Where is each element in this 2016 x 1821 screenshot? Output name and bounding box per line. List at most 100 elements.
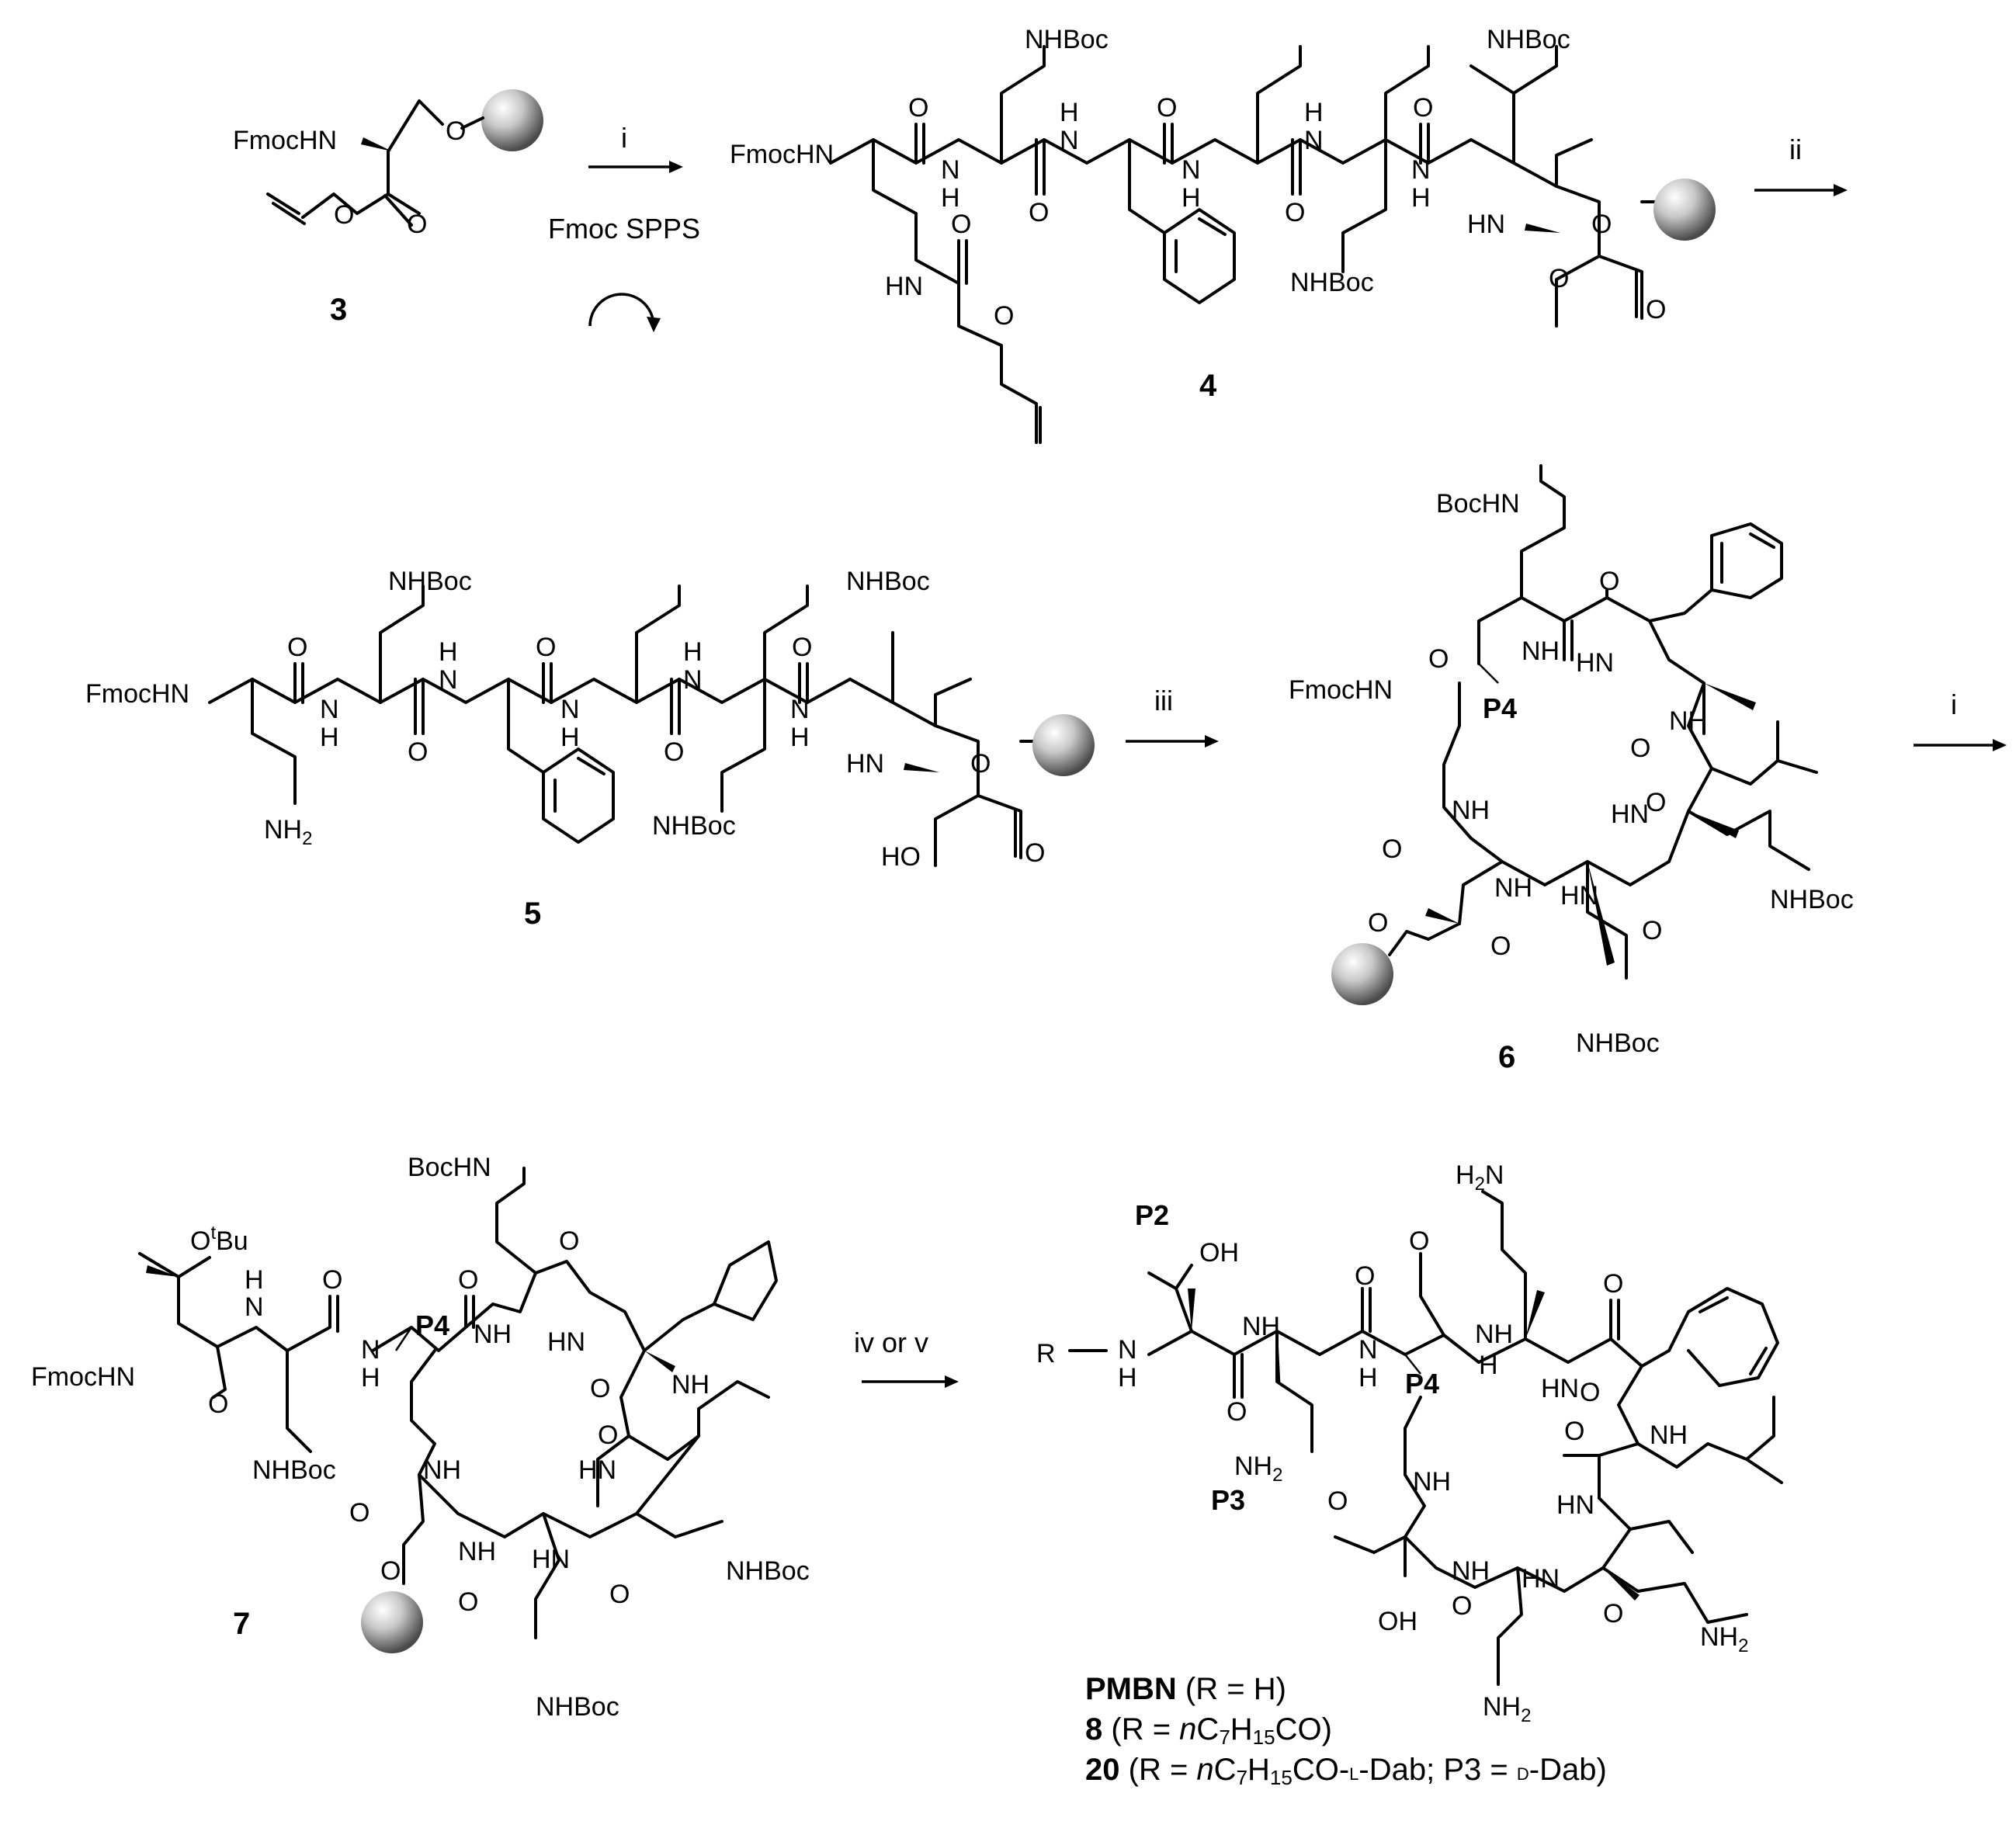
oxygen-label: O <box>970 749 991 779</box>
nh-label: N <box>560 695 580 724</box>
oxygen-label: O <box>1452 1591 1472 1621</box>
hn-label: HN <box>532 1545 570 1574</box>
nh-label: NH <box>1452 796 1490 825</box>
oxygen-label: O <box>792 633 812 662</box>
oxygen-label: O <box>458 1587 478 1617</box>
residue-label-p3: P3 <box>1211 1484 1245 1516</box>
nhboc-label: NHBoc <box>252 1455 336 1485</box>
nh-label: N <box>245 1292 264 1322</box>
nhboc-label: NHBoc <box>652 811 736 841</box>
nh2-label: NH2 <box>264 815 312 849</box>
nh-label: NH <box>671 1370 710 1400</box>
residue-label-p4: P4 <box>1483 692 1517 724</box>
step-label: iii <box>1154 685 1173 716</box>
compound-definition: (R = nC7H15CO-l-Dab; P3 = d-Dab) <box>1128 1753 1607 1789</box>
nh-label: H <box>320 723 339 752</box>
resin-bead <box>361 1591 423 1653</box>
oxygen-label: O <box>458 1265 478 1295</box>
nhboc-label: NHBoc <box>726 1556 810 1586</box>
compound-number: 7 <box>233 1607 250 1641</box>
nh-label: N <box>320 695 339 724</box>
oxygen-label: O <box>598 1420 618 1450</box>
oxygen-label: O <box>1227 1397 1247 1427</box>
compound-name-20: 20 <box>1085 1753 1120 1787</box>
oxygen-label: O <box>951 210 971 239</box>
oxygen-label: O <box>446 116 466 146</box>
compound-5-structure: FmocHN NHBoc NHBoc NHBoc NH2 N H N H N H… <box>85 567 1095 931</box>
oxygen-label: O <box>1025 838 1045 868</box>
r-label: R <box>1036 1339 1056 1368</box>
hn-label: HN <box>1611 800 1649 829</box>
nh-label: H <box>1181 183 1201 213</box>
oxygen-label: O <box>322 1265 342 1295</box>
compound-number: 6 <box>1498 1040 1515 1074</box>
oxygen-label: O <box>590 1374 610 1403</box>
nh-label: H <box>439 637 458 667</box>
compound-4-structure: FmocHN NHBoc NHBoc NHBoc N H N H N H N H… <box>730 25 1716 444</box>
oxygen-label: O <box>1355 1261 1375 1291</box>
nh-label: NH <box>1413 1467 1451 1497</box>
nh-label: H <box>1060 98 1079 127</box>
nh-label: NH <box>1650 1420 1688 1450</box>
compound-number: 3 <box>330 293 347 327</box>
oxygen-label: O <box>287 633 307 662</box>
nh-label: N <box>361 1335 380 1365</box>
resin-bead <box>481 89 543 151</box>
nh2-label: NH2 <box>1700 1622 1748 1656</box>
oxygen-label: O <box>1157 93 1177 123</box>
oxygen-label: O <box>1428 644 1449 674</box>
oxygen-label: O <box>908 93 928 123</box>
spps-label: Fmoc SPPS <box>548 213 700 245</box>
nh-label: H <box>683 637 703 667</box>
oxygen-label: O <box>559 1226 579 1256</box>
nh-label: H <box>1411 183 1431 213</box>
fmochn-label: FmocHN <box>1289 675 1393 705</box>
nh-label: NH <box>1669 706 1707 736</box>
oxygen-label: O <box>1599 567 1619 596</box>
residue-label-p4: P4 <box>1405 1368 1439 1400</box>
nhboc-label: NHBoc <box>1770 885 1854 914</box>
nhboc-label: NHBoc <box>536 1692 619 1722</box>
bochn-label: BocHN <box>408 1153 491 1182</box>
ho-label: HO <box>881 842 921 872</box>
nh-label: NH <box>1475 1320 1513 1349</box>
nh-label: N <box>683 665 703 695</box>
nh-label: N <box>790 695 810 724</box>
nh-label: NH <box>1452 1556 1490 1586</box>
legend-line-pmbn: PMBN (R = H) <box>1085 1669 1607 1709</box>
residue-label-p2: P2 <box>1135 1199 1169 1231</box>
fmochn-label: FmocHN <box>233 126 337 155</box>
hn-label: HN <box>1467 210 1505 239</box>
reaction-arrow-step-i: i Fmoc SPPS <box>548 122 700 332</box>
nh-label: N <box>941 155 960 185</box>
hn-label: HN <box>1576 648 1614 678</box>
oxygen-label: O <box>1549 264 1569 293</box>
step-label: iv or v <box>854 1327 928 1358</box>
nh-label: H <box>361 1363 380 1393</box>
oxygen-label: O <box>1642 916 1662 945</box>
otbu-label: OtBu <box>190 1223 248 1256</box>
nh-label: H <box>1304 98 1324 127</box>
oxygen-label: O <box>1413 93 1433 123</box>
compound-name-pmbn: PMBN <box>1085 1672 1177 1706</box>
resin-bead <box>1331 943 1393 1005</box>
oxygen-label: O <box>208 1389 228 1419</box>
oxygen-label: O <box>1382 834 1402 864</box>
fmochn-label: FmocHN <box>730 140 834 169</box>
oxygen-label: O <box>664 737 684 767</box>
nh-label: H <box>560 723 580 752</box>
hn-label: HN <box>846 749 884 779</box>
nhboc-label: NHBoc <box>1290 268 1374 297</box>
oxygen-label: O <box>349 1498 370 1528</box>
oxygen-label: O <box>1603 1599 1623 1628</box>
nh-label: H <box>790 723 810 752</box>
nh-label: N <box>1181 155 1201 185</box>
oxygen-label: O <box>994 301 1014 331</box>
nh-label: H <box>1479 1351 1498 1380</box>
compound-definition: (R = H) <box>1185 1672 1286 1706</box>
hn-label: HN <box>547 1327 585 1357</box>
nhboc-label: NHBoc <box>1025 25 1109 54</box>
nh-label: N <box>1118 1335 1137 1365</box>
nh-label: NH <box>458 1537 496 1566</box>
oxygen-label: O <box>408 737 428 767</box>
